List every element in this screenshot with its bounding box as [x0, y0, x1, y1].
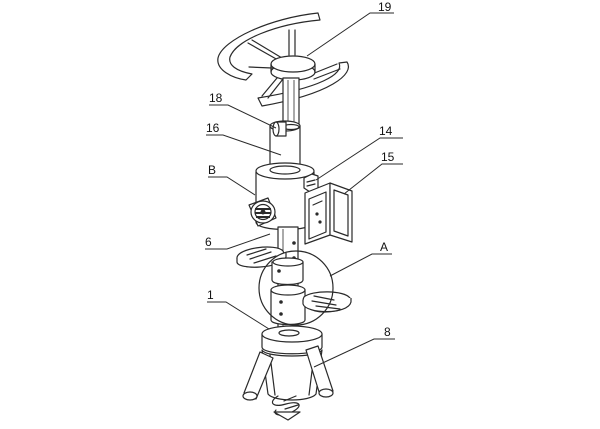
label-1: 1	[207, 288, 214, 302]
label-19: 19	[378, 0, 392, 14]
side-knob	[272, 121, 287, 137]
label-6: 6	[205, 235, 212, 249]
support-legs	[242, 345, 334, 401]
control-box	[304, 182, 353, 245]
leader-lines	[205, 12, 403, 368]
label-8: 8	[384, 325, 391, 339]
clip	[303, 173, 319, 193]
part-labels: 19 18 16 14 15 B 6 A 1 8	[205, 0, 395, 339]
label-14: 14	[379, 124, 393, 138]
label-15: 15	[381, 150, 395, 164]
auger-bit	[271, 395, 301, 421]
label-b: B	[208, 163, 216, 177]
label-16: 16	[206, 121, 220, 135]
right-pedal	[302, 291, 352, 313]
label-a: A	[380, 240, 388, 254]
detail-circle-a	[258, 250, 334, 326]
handwheel	[217, 12, 349, 107]
clamp-collars	[270, 257, 306, 326]
side-gauge	[248, 197, 277, 227]
base-collar	[261, 325, 323, 355]
label-18: 18	[209, 91, 223, 105]
